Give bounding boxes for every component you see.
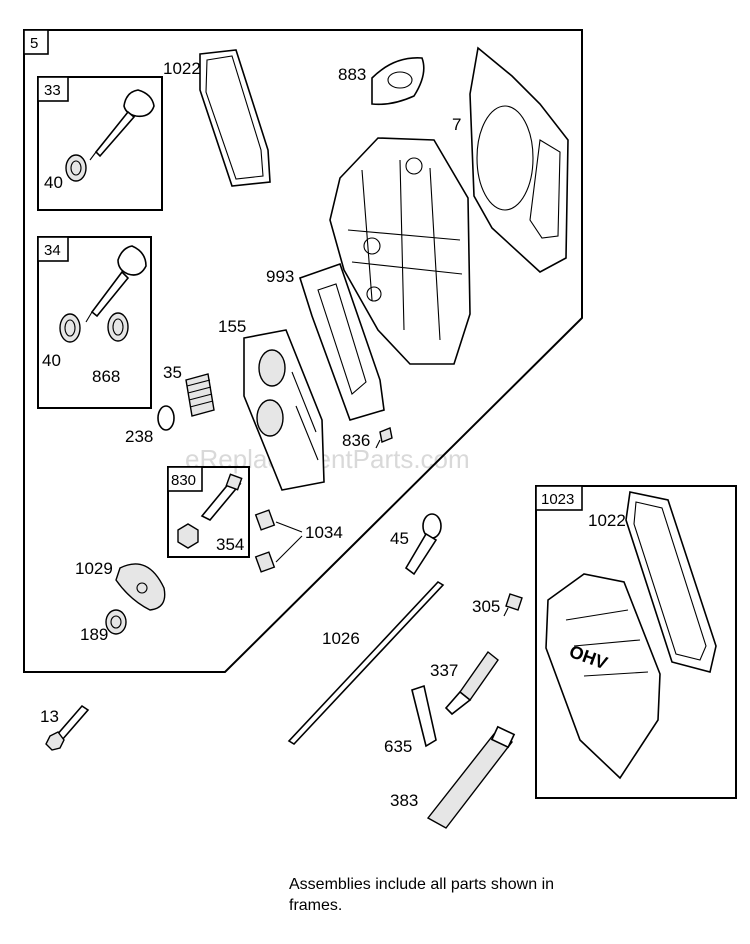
frame-33-tag [37,76,69,102]
label-1022-top: 1022 [163,59,201,78]
push-rod-guide-icon [254,509,303,573]
intake-gasket-icon [371,57,425,106]
frame-34-tag [37,236,69,262]
intake-valve-icon [89,89,155,161]
frame-830 [167,466,250,558]
frame-830-tag [167,466,203,492]
frame-1023 [535,485,737,799]
label-40-b: 40 [42,351,61,370]
exhaust-valve-icon [85,245,147,323]
screw-icon [375,427,393,449]
tappet-icon [404,513,442,576]
label-1022-right: 1022 [588,511,626,530]
label-993: 993 [266,267,294,286]
assembly-note: Assemblies include all parts shown in fr… [289,876,555,914]
valve-spring-icon [185,373,215,417]
rocker-ball-icon [105,609,127,635]
label-836: 836 [342,431,370,450]
label-45: 45 [390,529,409,548]
head-gasket-icon [469,46,569,273]
label-40-a: 40 [44,173,63,192]
label-238: 238 [125,427,153,446]
cylinder-head-icon [329,137,471,365]
frame-830-label: 830 [171,472,196,489]
rocker-cover-gasket-icon [299,262,385,421]
label-383: 383 [390,791,418,810]
frame-5-tag [23,29,49,55]
spark-plug-icon [444,650,499,716]
breather-plate-icon [243,329,325,491]
valve-spring-retainer-icon [59,313,81,343]
nut-icon [177,523,199,549]
frame-33 [37,76,163,211]
frame-34-label: 34 [44,242,61,259]
valve-keeper-icon [157,405,175,431]
label-1026: 1026 [322,629,360,648]
label-155: 155 [218,317,246,336]
label-868: 868 [92,367,120,386]
rocker-cover-gasket-icon [199,49,271,187]
watermark: eReplacementParts.com [185,444,470,474]
frame-5-label: 5 [30,35,38,52]
label-1034: 1034 [305,523,343,542]
frame-34 [37,236,152,409]
frame-5 [23,29,583,673]
label-1029: 1029 [75,559,113,578]
label-13: 13 [40,707,59,726]
valve-seal-icon [107,312,129,342]
valve-spring-retainer-icon [65,154,87,182]
push-rod-icon [287,580,445,746]
frame-1023-label: 1023 [541,491,574,508]
bolt-icon [45,704,90,751]
label-883: 883 [338,65,366,84]
label-305: 305 [472,597,500,616]
frame-33-label: 33 [44,82,61,99]
label-7: 7 [452,115,461,134]
rocker-arm-icon [115,563,166,611]
rocker-cover-gasket-icon [625,491,717,673]
label-635: 635 [384,737,412,756]
label-35: 35 [163,363,182,382]
label-354: 354 [216,535,244,554]
rocker-stud-icon [200,473,243,521]
breather-tube-icon [426,725,516,829]
label-337: 337 [430,661,458,680]
screw-icon [503,593,523,617]
frame-1023-tag [535,485,583,511]
rocker-cover-icon: OHV [545,573,661,780]
label-189: 189 [80,625,108,644]
spark-plug-boot-icon [411,684,437,748]
